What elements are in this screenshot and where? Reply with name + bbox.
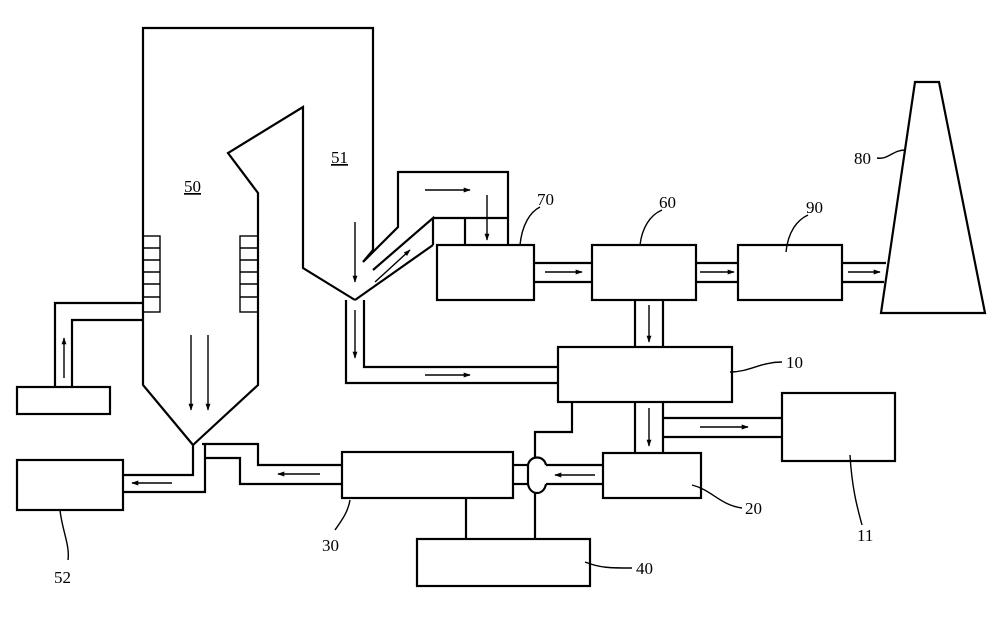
label-60: 60 bbox=[659, 193, 676, 212]
label-80: 80 bbox=[854, 149, 871, 168]
label-51: 51 bbox=[331, 148, 348, 167]
duct-to-11 bbox=[663, 418, 782, 437]
block-52 bbox=[17, 460, 123, 510]
block-fan bbox=[17, 387, 110, 414]
duct-60-10 bbox=[635, 300, 663, 347]
duct-70-60 bbox=[534, 263, 592, 282]
label-50: 50 bbox=[184, 177, 201, 196]
label-10: 10 bbox=[786, 353, 803, 372]
label-90: 90 bbox=[806, 198, 823, 217]
flue-duct-split bbox=[355, 172, 508, 300]
label-70: 70 bbox=[537, 190, 554, 209]
duct-90-80 bbox=[842, 263, 886, 282]
label-20: 20 bbox=[745, 499, 762, 518]
label-11: 11 bbox=[857, 526, 873, 545]
block-60 bbox=[592, 245, 696, 300]
duct-10-20 bbox=[635, 402, 663, 453]
stack-80 bbox=[881, 82, 985, 313]
duct-to-10 bbox=[346, 300, 558, 383]
block-30 bbox=[342, 452, 513, 498]
block-11 bbox=[782, 393, 895, 461]
leaders bbox=[60, 150, 905, 568]
block-70 bbox=[437, 245, 534, 300]
duct-20-30 bbox=[513, 458, 603, 494]
label-40: 40 bbox=[636, 559, 653, 578]
duct-fan-boiler bbox=[55, 303, 143, 387]
duct-30-52 bbox=[123, 444, 342, 492]
block-10 bbox=[558, 347, 732, 402]
burner-row-left bbox=[143, 236, 160, 312]
block-40 bbox=[417, 539, 590, 586]
block-20 bbox=[603, 453, 701, 498]
duct-60-90 bbox=[696, 263, 738, 282]
label-52: 52 bbox=[54, 568, 71, 587]
label-30: 30 bbox=[322, 536, 339, 555]
burner-row-right bbox=[240, 236, 258, 312]
block-90 bbox=[738, 245, 842, 300]
line-10-40 bbox=[466, 402, 572, 539]
